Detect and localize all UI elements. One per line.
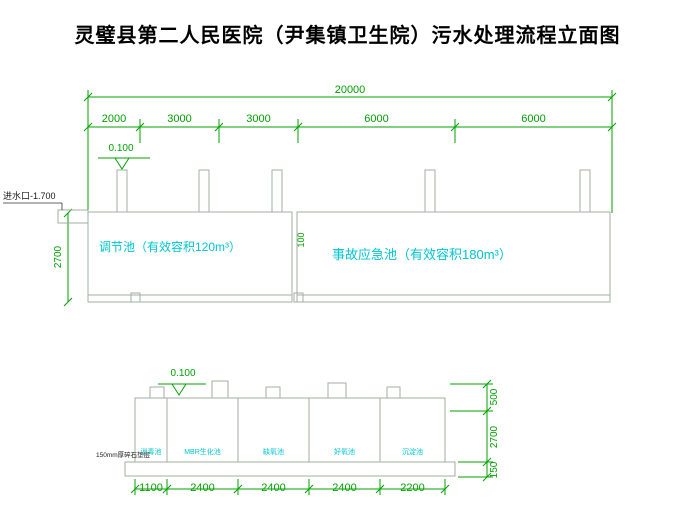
compartment-label: MBR生化池 xyxy=(184,449,221,456)
compartment-label: 缺氧池 xyxy=(263,449,284,456)
leader-lines xyxy=(3,202,63,210)
bottom-segment-dimension: 2200 xyxy=(400,482,425,494)
compartment-label: 沉淀池 xyxy=(402,449,423,456)
gravel-base-note: 150mm厚碎石垫层 xyxy=(96,452,151,459)
upper-segment-dimension: 6000 xyxy=(521,113,546,125)
bottom-segment-dimension: 1100 xyxy=(139,482,163,494)
expansion-joint-dimension: 100 xyxy=(296,232,306,248)
upper-total-dimension: 20000 xyxy=(334,84,366,96)
bottom-segment-dimension: 2400 xyxy=(190,482,215,494)
right-height-dimension: 150 xyxy=(489,461,500,479)
structure-linework xyxy=(57,169,611,477)
upper-segment-dimension: 3000 xyxy=(246,113,271,125)
compartment-label: 好氧池 xyxy=(334,449,355,456)
inlet-elevation-label: 进水口-1.700 xyxy=(3,191,56,201)
dimension-linework xyxy=(63,90,617,495)
bottom-segment-dimension: 2400 xyxy=(261,482,286,494)
upper-elevation-marker-label: 0.100 xyxy=(108,143,134,154)
regulation-tank-label: 调节池（有效容积120m³） xyxy=(99,240,242,254)
right-height-dimension: 500 xyxy=(489,388,500,406)
lower-elevation-marker-label: 0.100 xyxy=(170,368,196,379)
upper-segment-dimension: 6000 xyxy=(364,113,389,125)
upper-segment-dimension: 3000 xyxy=(167,113,192,125)
drawing-title: 灵璧县第二人民医院（尹集镇卫生院）污水处理流程立面图 xyxy=(74,25,621,47)
bottom-segment-dimension: 2400 xyxy=(332,482,357,494)
emergency-tank-label: 事故应急池（有效容积180m³） xyxy=(332,247,512,262)
upper-segment-dimension: 2000 xyxy=(101,113,127,125)
compartment-label: 消毒池 xyxy=(140,449,162,456)
tank-depth-dimension: 2700 xyxy=(53,245,64,269)
